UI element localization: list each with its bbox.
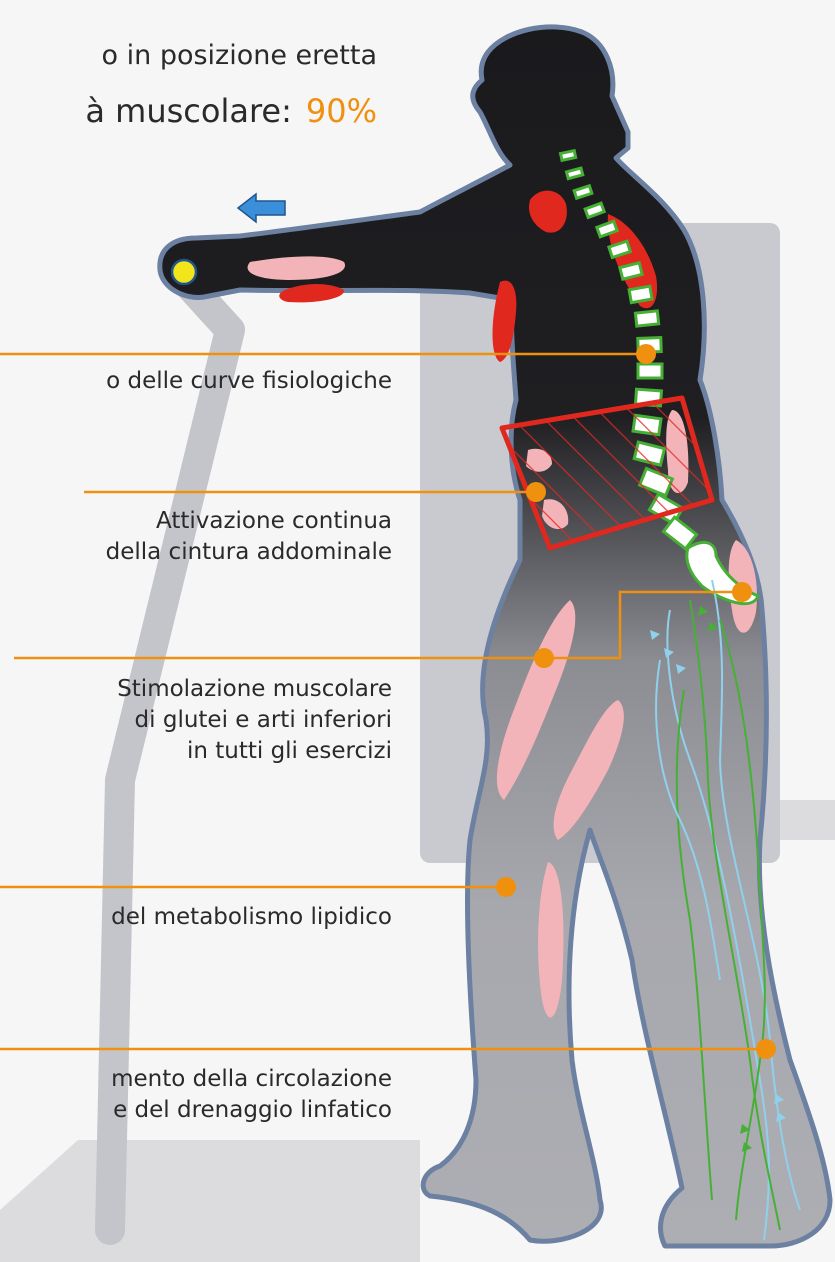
dot-abdominal	[526, 482, 546, 502]
callout-spine-line-1: o delle curve fisiologiche	[106, 366, 392, 397]
callout-abdominal-line-1: Attivazione continua	[106, 506, 392, 537]
header-line-2: à muscolare: 90%	[85, 92, 377, 130]
callout-glutes-line-1: Stimolazione muscolare	[117, 674, 392, 705]
callout-glutes-line-2: di glutei e arti inferiori	[117, 705, 392, 736]
callout-abdominal: Attivazione continua della cintura addom…	[106, 506, 392, 568]
callout-circulation: mento della circolazione e del drenaggio…	[111, 1064, 392, 1126]
callout-spine: o delle curve fisiologiche	[106, 366, 392, 397]
left-arrow-icon	[238, 194, 285, 222]
dot-glutes-a	[534, 648, 554, 668]
callout-lipid: del metabolismo lipidico	[111, 902, 392, 933]
callout-lipid-line-1: del metabolismo lipidico	[111, 902, 392, 933]
callout-circulation-line-2: e del drenaggio linfatico	[111, 1095, 392, 1126]
dot-circulation	[756, 1039, 776, 1059]
callout-glutes-line-3: in tutti gli esercizi	[117, 736, 392, 767]
callout-glutes: Stimolazione muscolare di glutei e arti …	[117, 674, 392, 767]
grip-knob	[172, 260, 196, 284]
header-line-1: o in posizione eretta	[102, 40, 377, 71]
dot-spine	[636, 344, 656, 364]
muscle-activity-percent: 90%	[306, 92, 377, 130]
header-line-2-text: à muscolare:	[85, 92, 292, 130]
dot-lipid	[496, 877, 516, 897]
header-line-1-text: o in posizione eretta	[102, 40, 377, 71]
callout-circulation-line-1: mento della circolazione	[111, 1064, 392, 1095]
dot-glutes-b	[732, 582, 752, 602]
callout-abdominal-line-2: della cintura addominale	[106, 537, 392, 568]
